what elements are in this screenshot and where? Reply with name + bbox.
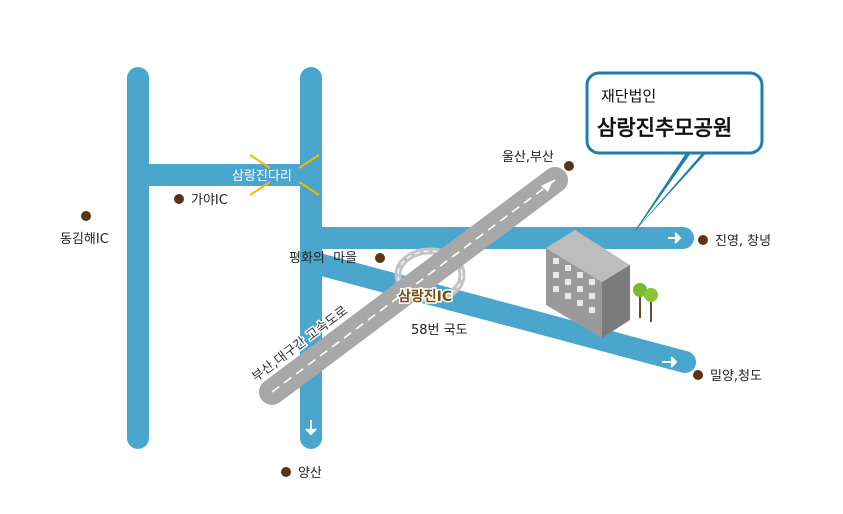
jinyeong-road [300, 204, 694, 249]
tree-icon [633, 283, 658, 322]
place-label-donggimhae-ic: 동김해IC [60, 232, 109, 247]
place-label-ulsan-busan: 울산,부산 [502, 150, 554, 165]
place-dot [281, 467, 291, 477]
arrow-down-icon [305, 420, 317, 436]
arrow-up-right-icon [541, 180, 553, 192]
bridge-marker [249, 154, 320, 196]
place-label-yangsan: 양산 [298, 466, 322, 481]
place-dot [698, 235, 708, 245]
place-label-jinyeong-changnyeong: 진영, 창녕 [715, 234, 771, 249]
place-label-gaya-ic: 가야IC [191, 193, 228, 208]
place-dot [564, 161, 574, 171]
bridge-label: 삼랑진다리 [232, 169, 292, 184]
interchange-label: 삼랑진IC [398, 288, 452, 305]
interchange-loop [394, 247, 466, 303]
place-label-pyeonghwa-village: 평화의 마을 [289, 251, 357, 266]
place-label-miryang-cheongdo: 밀양,청도 [710, 369, 762, 384]
arrow-right-icon [662, 356, 678, 368]
place-dot [174, 194, 184, 204]
national-road-58 [300, 251, 696, 373]
callout-title: 삼랑진추모공원 [597, 116, 732, 140]
place-dot [81, 211, 91, 221]
callout-subtitle: 재단법인 [601, 87, 656, 105]
building-icon [546, 230, 630, 338]
place-dot [375, 253, 385, 263]
callout-box: 재단법인 삼랑진추모공원 [585, 71, 764, 232]
place-dot [693, 370, 703, 380]
expressway [259, 167, 568, 405]
arrow-right-icon [668, 232, 682, 244]
national-road-label: 58번 국도 [411, 323, 468, 338]
